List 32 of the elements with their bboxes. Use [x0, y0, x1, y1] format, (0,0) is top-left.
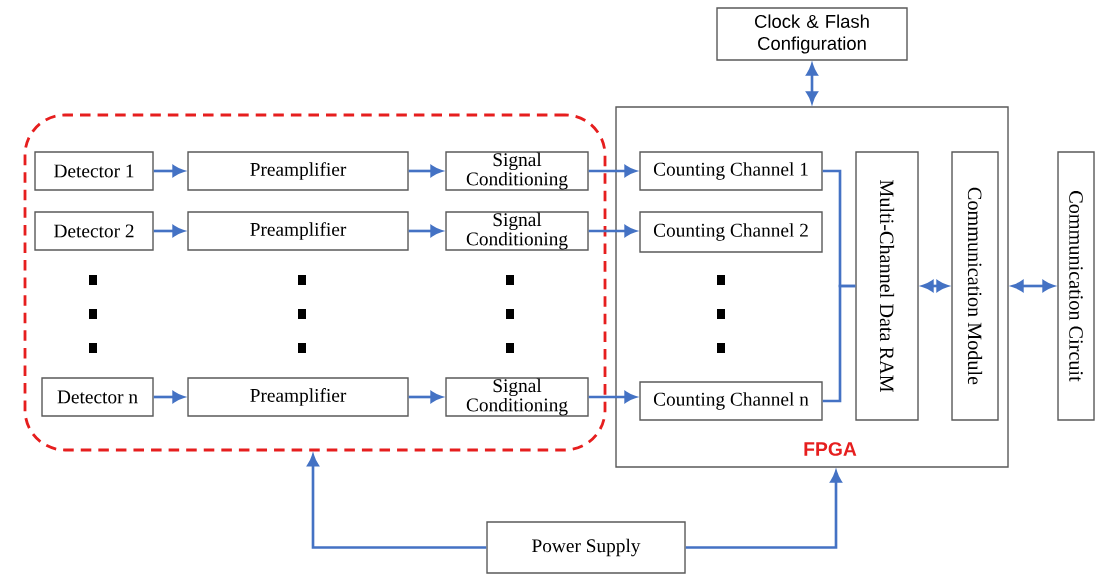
dashed-group-outline	[23, 113, 607, 452]
arrow	[408, 391, 443, 403]
process-box: Preamplifier	[187, 151, 409, 191]
process-box: Counting Channel n	[639, 381, 823, 421]
arrow	[408, 165, 443, 177]
process-box: Detector n	[41, 377, 154, 417]
process-box: Signal Conditioning	[445, 377, 589, 417]
process-box: Counting Channel 2	[639, 211, 823, 253]
vertical-box: Communication Circuit	[1057, 151, 1095, 421]
process-box: Preamplifier	[187, 211, 409, 251]
arrow	[307, 454, 487, 549]
arrow	[588, 225, 637, 237]
arrow	[685, 470, 842, 549]
process-box: Detector 1	[34, 151, 154, 191]
arrow	[153, 225, 185, 237]
process-box: Counting Channel 1	[639, 151, 823, 191]
arrow	[153, 391, 185, 403]
arrow	[408, 225, 443, 237]
arrow	[806, 63, 818, 104]
process-box: Detector 2	[34, 211, 154, 251]
arrow	[588, 391, 637, 403]
arrow	[921, 280, 949, 292]
process-box: Power Supply	[486, 521, 686, 574]
process-box: Signal Conditioning	[445, 151, 589, 191]
arrow	[588, 165, 637, 177]
process-box: Clock & Flash Configuration	[716, 7, 908, 61]
arrow	[1011, 280, 1055, 292]
process-box: Preamplifier	[187, 377, 409, 417]
vertical-box: Communication Module	[951, 151, 999, 421]
arrow	[153, 165, 185, 177]
vertical-box: Multi-Channel Data RAM	[855, 151, 919, 421]
process-box: Signal Conditioning	[445, 211, 589, 251]
